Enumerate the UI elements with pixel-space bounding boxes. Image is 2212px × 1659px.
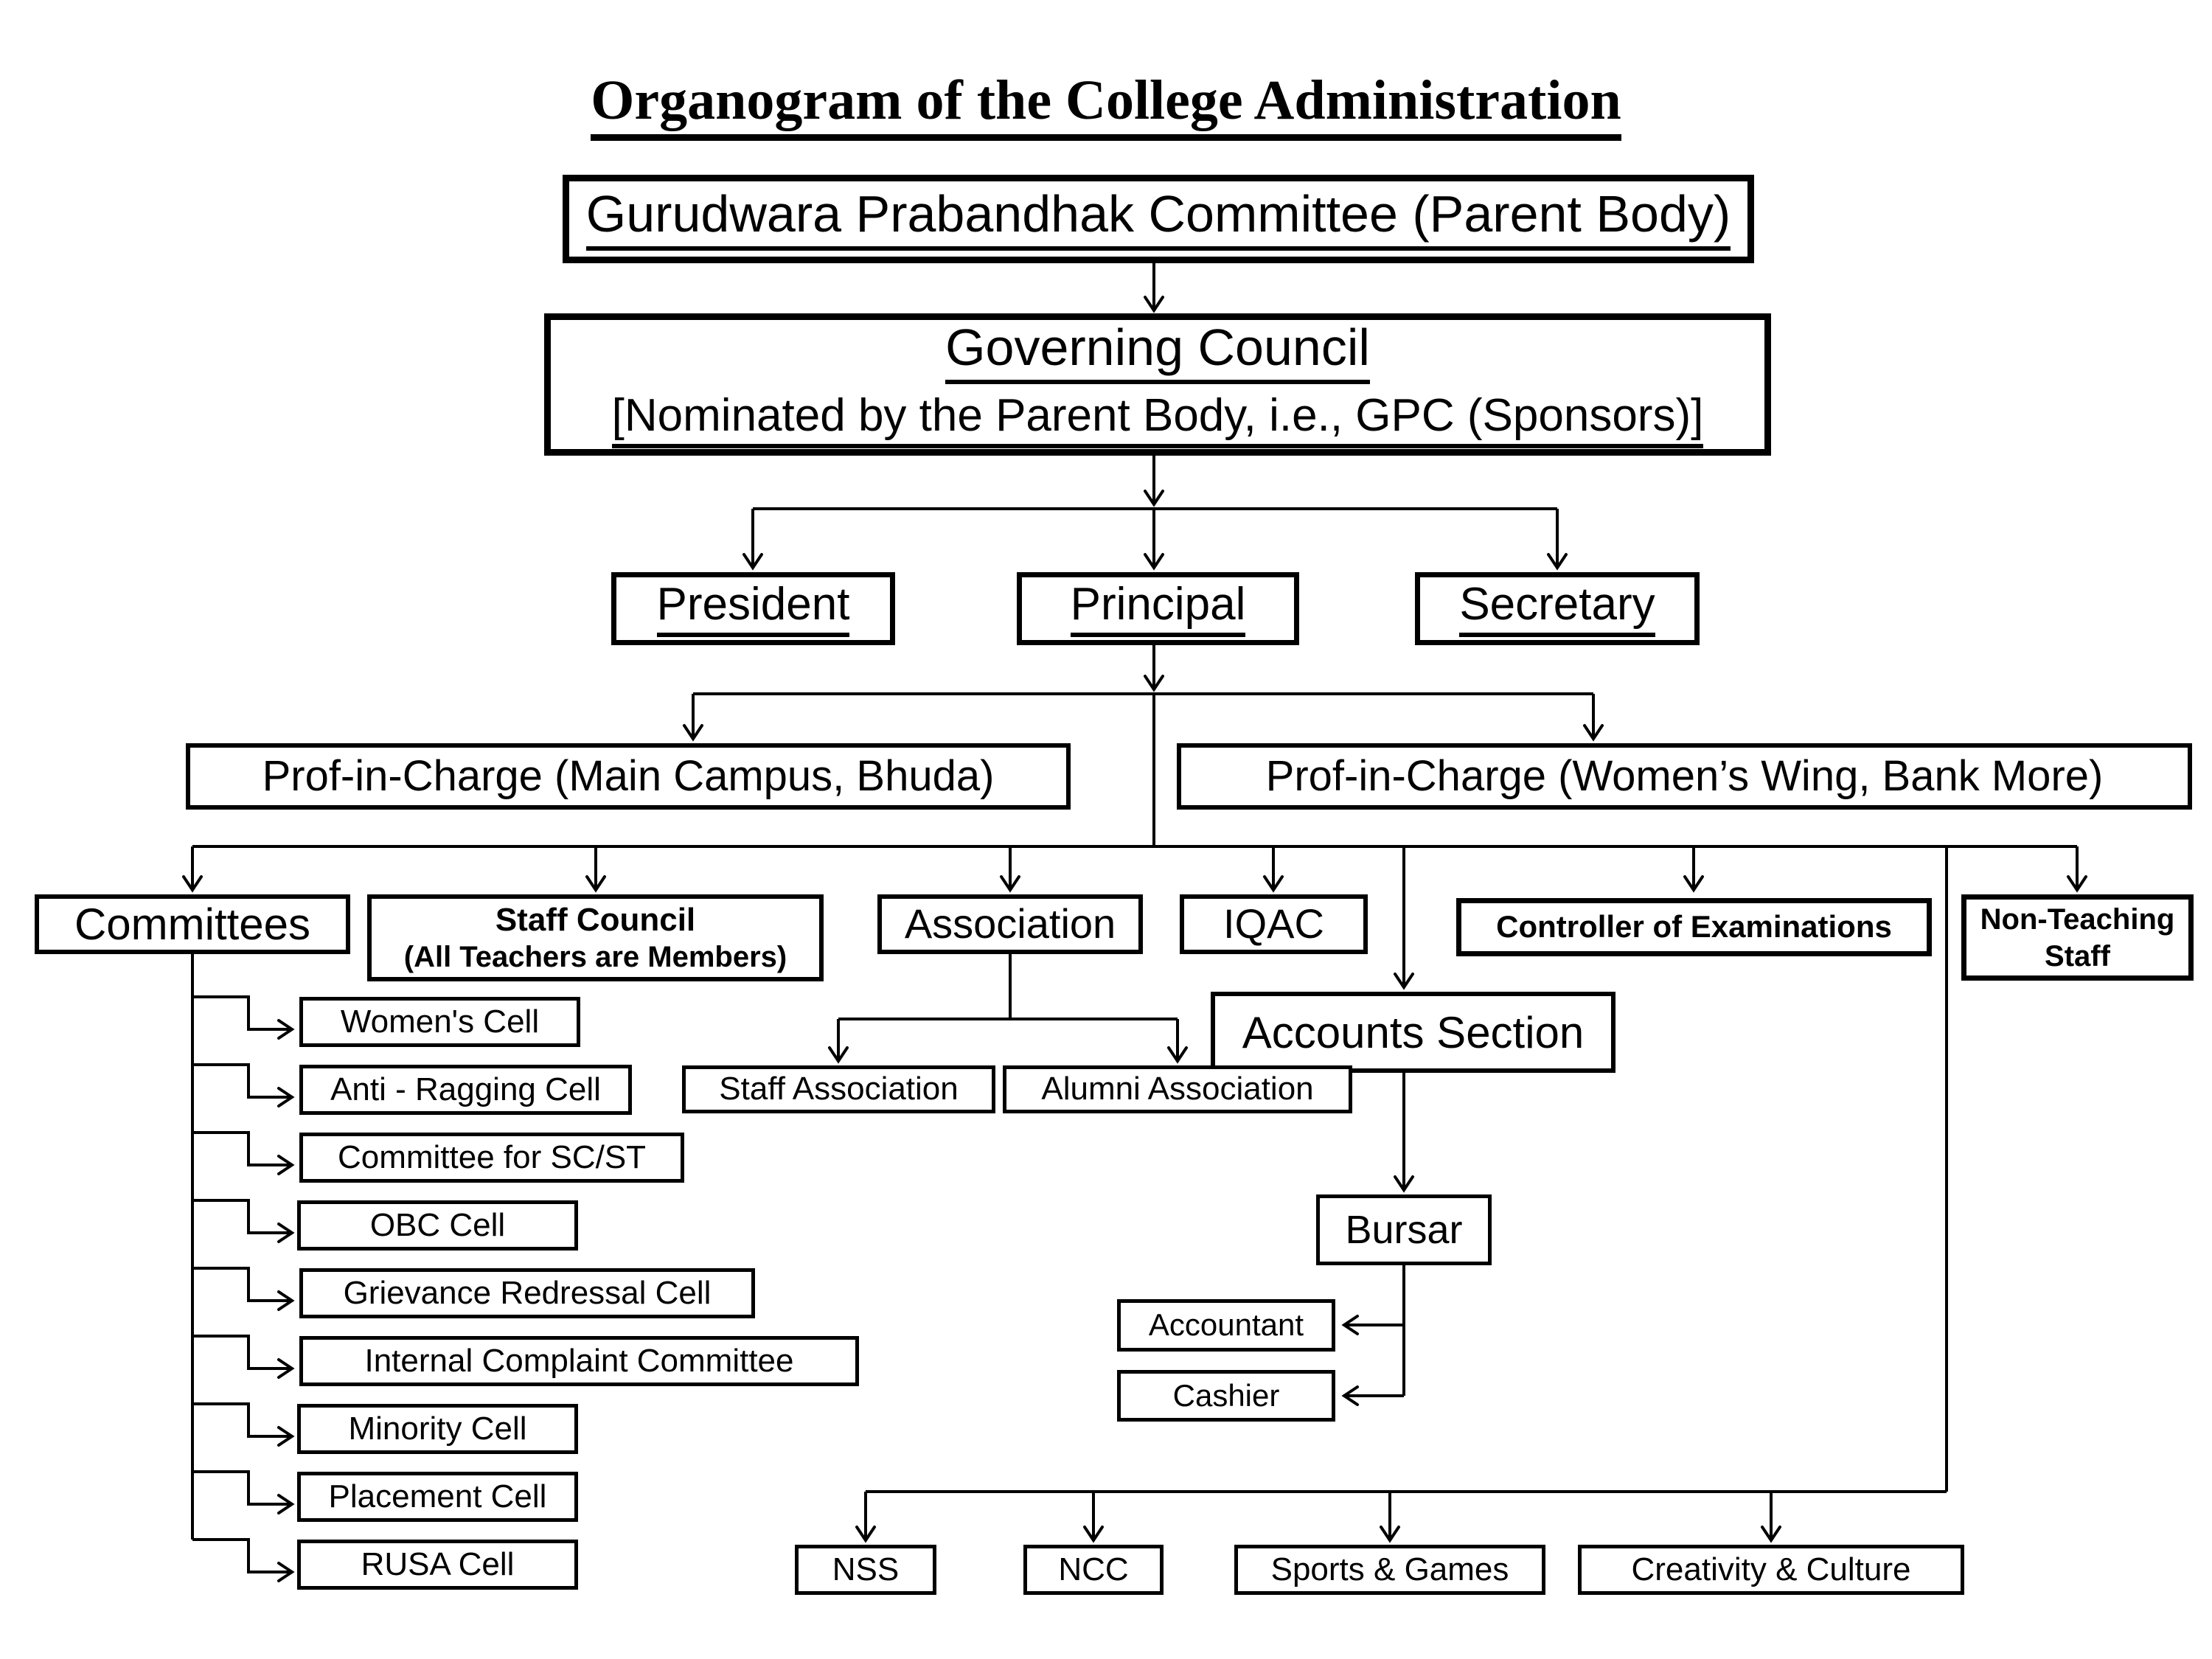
node-staff-council: Staff Council (All Teachers are Members) [367,894,824,981]
node-grievance-redressal-cell: Grievance Redressal Cell [299,1268,755,1318]
node-prof-in-charge-main-label: Prof-in-Charge (Main Campus, Bhuda) [262,751,995,800]
node-staff-council-note: (All Teachers are Members) [403,941,787,974]
node-governing-council-note: [Nominated by the Parent Body, i.e., GPC… [611,392,1704,448]
node-womens-cell: Women's Cell [299,997,580,1047]
node-internal-complaint-committee: Internal Complaint Committee [299,1336,859,1386]
node-cashier-label: Cashier [1172,1377,1280,1413]
node-creativity-culture-label: Creativity & Culture [1631,1551,1911,1587]
node-obc-cell-label: OBC Cell [369,1206,506,1243]
node-nss: NSS [795,1545,936,1595]
node-bursar: Bursar [1316,1194,1492,1265]
node-placement-cell: Placement Cell [297,1472,578,1522]
node-governing-council: Governing Council [Nominated by the Pare… [544,313,1771,456]
node-secretary: Secretary [1415,572,1700,645]
node-prof-in-charge-women-label: Prof-in-Charge (Women’s Wing, Bank More) [1265,751,2104,800]
node-ncc: NCC [1023,1545,1164,1595]
node-controller-of-examinations: Controller of Examinations [1456,898,1932,956]
node-association: Association [877,894,1143,954]
node-obc-cell: OBC Cell [297,1200,578,1251]
node-staff-association: Staff Association [682,1065,995,1113]
node-cashier: Cashier [1117,1370,1335,1422]
node-anti-ragging-cell-label: Anti - Ragging Cell [330,1071,601,1107]
node-secretary-label: Secretary [1459,580,1655,638]
node-iqac-label: IQAC [1223,900,1324,947]
node-parent-body-label: Gurudwara Prabandhak Committee (Parent B… [585,187,1731,251]
node-alumni-association: Alumni Association [1003,1065,1352,1113]
node-principal: Principal [1017,572,1299,645]
node-committee-for-scst-label: Committee for SC/ST [337,1138,647,1175]
page-title-text: Organogram of the College Administration [591,72,1621,141]
node-president: President [611,572,895,645]
node-internal-complaint-committee-label: Internal Complaint Committee [364,1342,794,1379]
node-accounts-section-label: Accounts Section [1242,1007,1585,1057]
node-non-teaching-staff-label-2: Staff [2045,939,2110,973]
node-president-label: President [656,580,850,638]
node-prof-in-charge-main: Prof-in-Charge (Main Campus, Bhuda) [186,743,1071,810]
node-sports-games-label: Sports & Games [1270,1551,1509,1587]
node-minority-cell-label: Minority Cell [348,1410,527,1447]
node-governing-council-label: Governing Council [945,321,1370,384]
node-committees: Committees [35,894,350,954]
node-parent-body: Gurudwara Prabandhak Committee (Parent B… [563,175,1754,263]
node-principal-label: Principal [1070,580,1246,638]
node-controller-of-examinations-label: Controller of Examinations [1496,909,1892,945]
node-staff-association-label: Staff Association [719,1071,959,1107]
node-bursar-label: Bursar [1345,1207,1463,1252]
node-grievance-redressal-cell-label: Grievance Redressal Cell [343,1274,712,1311]
node-creativity-culture: Creativity & Culture [1578,1545,1964,1595]
node-sports-games: Sports & Games [1234,1545,1545,1595]
node-placement-cell-label: Placement Cell [328,1478,547,1514]
node-committees-label: Committees [74,900,311,949]
node-rusa-cell-label: RUSA Cell [361,1545,515,1582]
node-accountant-label: Accountant [1148,1307,1304,1343]
node-nss-label: NSS [832,1551,900,1587]
node-womens-cell-label: Women's Cell [340,1003,540,1040]
node-anti-ragging-cell: Anti - Ragging Cell [299,1065,632,1115]
node-rusa-cell: RUSA Cell [297,1540,578,1590]
node-alumni-association-label: Alumni Association [1041,1071,1314,1107]
node-accounts-section: Accounts Section [1211,992,1615,1073]
node-ncc-label: NCC [1058,1551,1129,1587]
node-iqac: IQAC [1180,894,1368,954]
page-title: Organogram of the College Administration [0,72,2212,141]
node-non-teaching-staff-label-1: Non-Teaching [1980,902,2175,936]
node-accountant: Accountant [1117,1299,1335,1352]
node-minority-cell: Minority Cell [297,1404,578,1454]
node-staff-council-label: Staff Council [495,901,696,938]
node-association-label: Association [904,900,1116,947]
node-non-teaching-staff: Non-Teaching Staff [1961,894,2194,981]
node-prof-in-charge-women: Prof-in-Charge (Women’s Wing, Bank More) [1177,743,2192,810]
node-committee-for-scst: Committee for SC/ST [299,1133,684,1183]
